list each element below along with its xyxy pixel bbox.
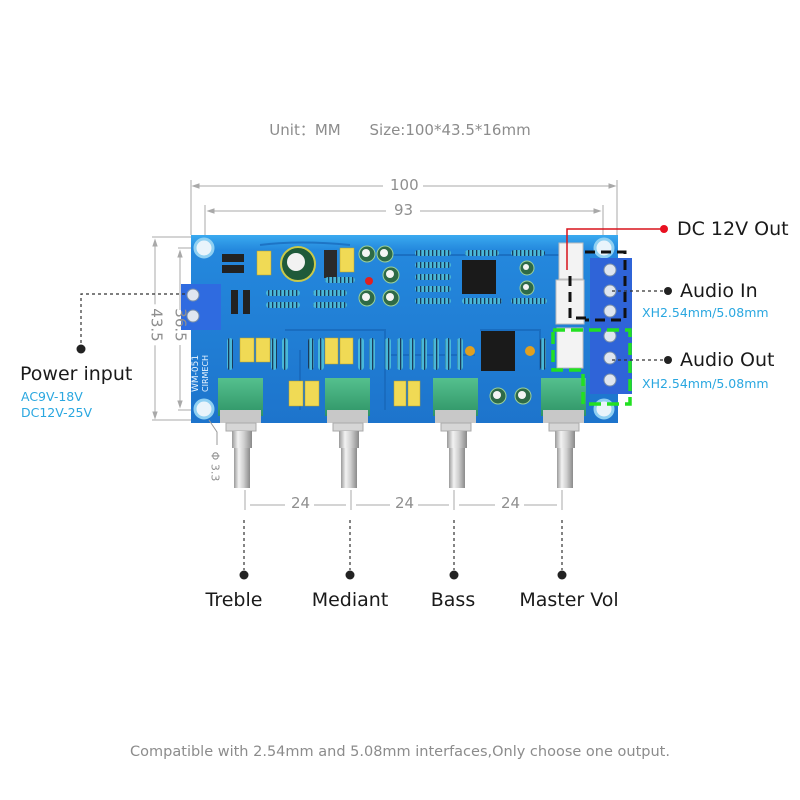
- knob-label-bass: Bass: [430, 589, 476, 611]
- mounting-holes: [193, 237, 615, 420]
- diodes: [222, 254, 250, 314]
- knob-label-mediant: Mediant: [311, 589, 389, 611]
- audio-in-highlight: [568, 250, 672, 322]
- ic-chips: [462, 260, 515, 371]
- callout-audio-out-spec: XH2.54mm/5.08mm: [642, 376, 769, 391]
- knob-leader-dots: [239, 570, 567, 580]
- board-model: WM-051: [191, 355, 201, 392]
- callout-dc-out: DC 12V Out: [677, 218, 789, 240]
- dim-label-hole-width: 93: [390, 201, 418, 219]
- pcb-board: WM-051 CIRMECH: [181, 235, 632, 423]
- shaft-diameter-leader: [208, 419, 218, 445]
- dim-label-knob-spacing-1: 24: [287, 494, 315, 512]
- unit-label: Unit：MM: [269, 121, 341, 139]
- dim-overall-width: [190, 180, 618, 235]
- dim-label-overall-width: 100: [386, 176, 423, 194]
- knob-label-treble: Treble: [205, 589, 263, 611]
- callout-audio-out: Audio Out: [680, 349, 775, 371]
- knob-shafts: [225, 422, 580, 488]
- dim-label-shaft-diameter: Φ 3.3: [208, 451, 222, 482]
- power-led: [365, 277, 373, 285]
- dim-label-hole-height: 36.5: [171, 308, 190, 342]
- board-brand: CIRMECH: [201, 355, 210, 392]
- dc-out-leader: [566, 225, 668, 270]
- potentiometers: [218, 378, 586, 423]
- output-terminals: [590, 258, 632, 394]
- size-label: Size:100*43.5*16mm: [369, 121, 531, 139]
- resistors-vertical: [227, 338, 546, 370]
- dim-label-knob-spacing-2: 24: [391, 494, 419, 512]
- resistors: [266, 250, 547, 308]
- power-leader: [76, 293, 185, 354]
- dim-overall-height: [152, 236, 195, 421]
- dim-label-knob-spacing-3: 24: [497, 494, 525, 512]
- footer-note: Compatible with 2.54mm and 5.08mm interf…: [130, 744, 670, 760]
- callout-power-input: Power input: [20, 363, 133, 385]
- callout-audio-in-spec: XH2.54mm/5.08mm: [642, 305, 769, 320]
- header-info: Unit：MM Size:100*43.5*16mm: [0, 119, 800, 140]
- power-terminal: [181, 284, 221, 330]
- callout-audio-in: Audio In: [680, 280, 758, 302]
- film-capacitors: [239, 247, 421, 407]
- dim-hole-width: [204, 205, 604, 240]
- audio-out-highlight: [551, 328, 672, 406]
- xh-connectors: [555, 242, 585, 369]
- callout-power-dc: DC12V-25V: [21, 405, 93, 420]
- dim-label-overall-height: 43.5: [147, 304, 166, 346]
- callout-power-ac: AC9V-18V: [21, 389, 83, 404]
- knob-label-master-vol: Master Vol: [519, 589, 619, 611]
- dim-knob-spacing: [244, 490, 563, 510]
- knob-leaders: [243, 520, 563, 570]
